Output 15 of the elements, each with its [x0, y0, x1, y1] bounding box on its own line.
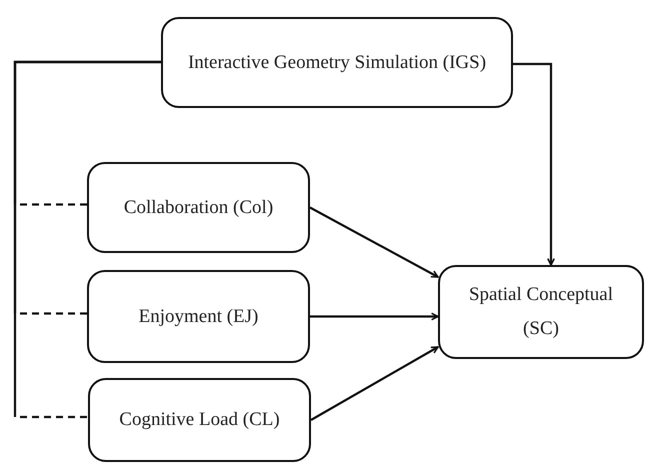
rounded-box — [88, 378, 311, 462]
arrow — [310, 346, 439, 421]
rounded-box — [87, 270, 310, 363]
node-label: Interactive Geometry Simulation (IGS) — [188, 50, 486, 74]
rounded-box — [161, 17, 513, 108]
arrow — [310, 312, 439, 320]
rounded-box — [87, 162, 310, 253]
node-label: Spatial Conceptual (SC) — [468, 283, 614, 341]
arrow — [309, 206, 439, 278]
node-label: Enjoyment (EJ) — [138, 304, 258, 328]
arrow — [513, 62, 555, 266]
node-label: Cognitive Load (CL) — [119, 408, 280, 432]
node-label: Collaboration (Col) — [124, 196, 274, 220]
connector-line — [14, 60, 161, 418]
rounded-box — [438, 265, 644, 359]
